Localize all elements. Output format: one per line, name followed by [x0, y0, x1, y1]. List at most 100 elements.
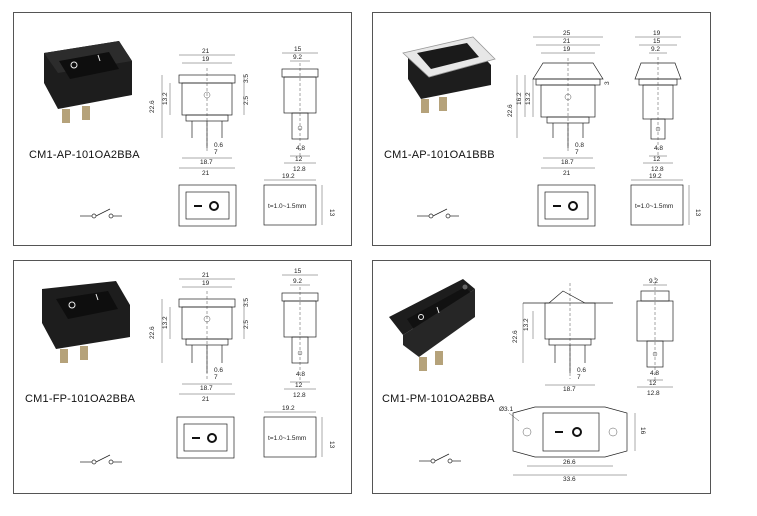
dim-label: Ø3.1 — [499, 406, 513, 413]
dim-label: 13.2 — [162, 316, 169, 329]
front-view-drawing — [522, 283, 613, 386]
drawing-canvas: 21 19 22.6 13.2 3.5 2.5 0.6 7 18.7 21 15… — [42, 268, 335, 465]
dim-label: 26.6 — [563, 459, 576, 466]
dim-label: 12.8 — [647, 390, 660, 397]
dim-label: 16 — [639, 427, 646, 435]
dim-label: 7 — [577, 374, 581, 381]
switch-photo — [44, 41, 132, 123]
product-panel: 21 19 22.6 13.2 3.5 2.5 0.6 7 18.7 21 15… — [13, 260, 352, 494]
dim-label: 0.8 — [575, 142, 584, 149]
dim-label: 15 — [294, 46, 302, 53]
drawing-canvas: 21 19 22.6 13.2 3.5 2.5 0.6 7 18.7 21 15… — [44, 41, 335, 227]
dim-label: 12 — [295, 382, 303, 389]
dim-label: 12 — [653, 156, 661, 163]
dim-label: 9.2 — [651, 46, 660, 53]
dim-label: 7 — [575, 149, 579, 156]
dim-label: 3.5 — [243, 298, 250, 307]
dim-label: 22.6 — [507, 104, 514, 117]
dim-label: 0.6 — [577, 367, 586, 374]
dim-label: 0.6 — [214, 142, 223, 149]
dim-label: 22.6 — [149, 100, 156, 113]
cutout-drawing — [263, 179, 323, 226]
dim-label: 15 — [653, 38, 661, 45]
switch-symbol-icon — [80, 454, 122, 465]
dim-label: 4.8 — [650, 370, 659, 377]
side-view-drawing — [634, 36, 682, 164]
dim-label: t=1.0~1.5mm — [268, 203, 306, 210]
dim-label: 13.2 — [523, 318, 530, 331]
dim-label: 21 — [202, 396, 210, 403]
dim-label: 12.8 — [293, 392, 306, 399]
cutout-drawing — [263, 411, 323, 458]
dim-label: 21 — [202, 48, 210, 55]
product-panel: 21 19 22.6 13.2 3.5 2.5 0.6 7 18.7 21 15… — [13, 12, 352, 246]
rocker-face-drawing — [537, 184, 596, 227]
dim-label: 33.6 — [563, 476, 576, 483]
dim-label: 12 — [649, 380, 657, 387]
dim-label: 18.7 — [200, 159, 213, 166]
dim-label: 7 — [214, 149, 218, 156]
dim-label: 12.8 — [651, 166, 664, 173]
switch-symbol-icon — [417, 208, 459, 219]
product-panel: 25 21 19 22.6 16.2 13.2 3 0.8 7 18.7 21 … — [372, 12, 711, 246]
dim-label: 13 — [328, 441, 335, 449]
dim-label: 21 — [202, 170, 210, 177]
dim-label: 19 — [653, 30, 661, 37]
side-view-drawing — [636, 277, 674, 388]
dim-label: 19.2 — [282, 405, 295, 412]
dim-label: 3 — [604, 81, 611, 85]
cutout-drawing — [630, 179, 690, 226]
dim-label: 9.2 — [649, 278, 658, 285]
dim-label: 13.2 — [162, 92, 169, 105]
dim-label: 9.2 — [293, 278, 302, 285]
dim-label: t=1.0~1.5mm — [635, 203, 673, 210]
dim-label: 13.2 — [525, 92, 532, 105]
dim-label: 21 — [563, 170, 571, 177]
dim-label: 18.7 — [563, 386, 576, 393]
dim-label: 4.8 — [654, 145, 663, 152]
dim-label: 16.2 — [516, 92, 523, 105]
rocker-face-drawing — [176, 416, 235, 459]
front-view-drawing — [516, 36, 604, 169]
dim-label: 19.2 — [282, 173, 295, 180]
drawing-canvas: 22.6 13.2 0.6 7 18.7 9.2 4.8 12 12.8 — [389, 277, 674, 483]
dim-label: 4.8 — [296, 371, 305, 378]
drawing-canvas: 25 21 19 22.6 16.2 13.2 3 0.8 7 18.7 21 … — [402, 30, 701, 227]
dim-label: 2.5 — [243, 320, 250, 329]
dim-label: 15 — [294, 268, 302, 275]
dim-label: 21 — [202, 272, 210, 279]
switch-photo — [402, 36, 496, 113]
switch-photo — [42, 281, 130, 363]
dim-label: 9.2 — [293, 54, 302, 61]
switch-symbol-icon — [419, 453, 461, 464]
dim-label: 12.8 — [293, 166, 306, 173]
rocker-face-drawing — [178, 184, 237, 227]
dim-label: 3.5 — [243, 74, 250, 83]
dim-label: 19 — [563, 46, 571, 53]
dim-label: 18.7 — [561, 159, 574, 166]
front-view-drawing — [161, 54, 245, 169]
dim-label: 7 — [214, 374, 218, 381]
side-view-drawing — [281, 274, 319, 390]
dim-label: 2.5 — [243, 96, 250, 105]
front-view-drawing — [161, 278, 245, 395]
dim-label: 13 — [694, 209, 701, 217]
dim-label: 21 — [563, 38, 571, 45]
switch-photo — [389, 279, 475, 371]
dim-label: 4.8 — [296, 145, 305, 152]
flange-drawing — [508, 406, 636, 476]
dim-label: 19 — [202, 56, 210, 63]
side-view-drawing — [281, 52, 319, 164]
dim-label: 25 — [563, 30, 571, 37]
model-number: CM1-PM-101OA2BBA — [382, 393, 495, 405]
product-panel: 22.6 13.2 0.6 7 18.7 9.2 4.8 12 12.8 — [372, 260, 711, 494]
dim-label: 18.7 — [200, 385, 213, 392]
dim-label: 0.6 — [214, 367, 223, 374]
dim-label: 22.6 — [149, 326, 156, 339]
model-number: CM1-AP-101OA1BBB — [384, 149, 495, 161]
model-number: CM1-AP-101OA2BBA — [29, 149, 140, 161]
dim-label: 19.2 — [649, 173, 662, 180]
switch-symbol-icon — [80, 208, 122, 219]
dim-label: t=1.0~1.5mm — [268, 435, 306, 442]
dim-label: 19 — [202, 280, 210, 287]
